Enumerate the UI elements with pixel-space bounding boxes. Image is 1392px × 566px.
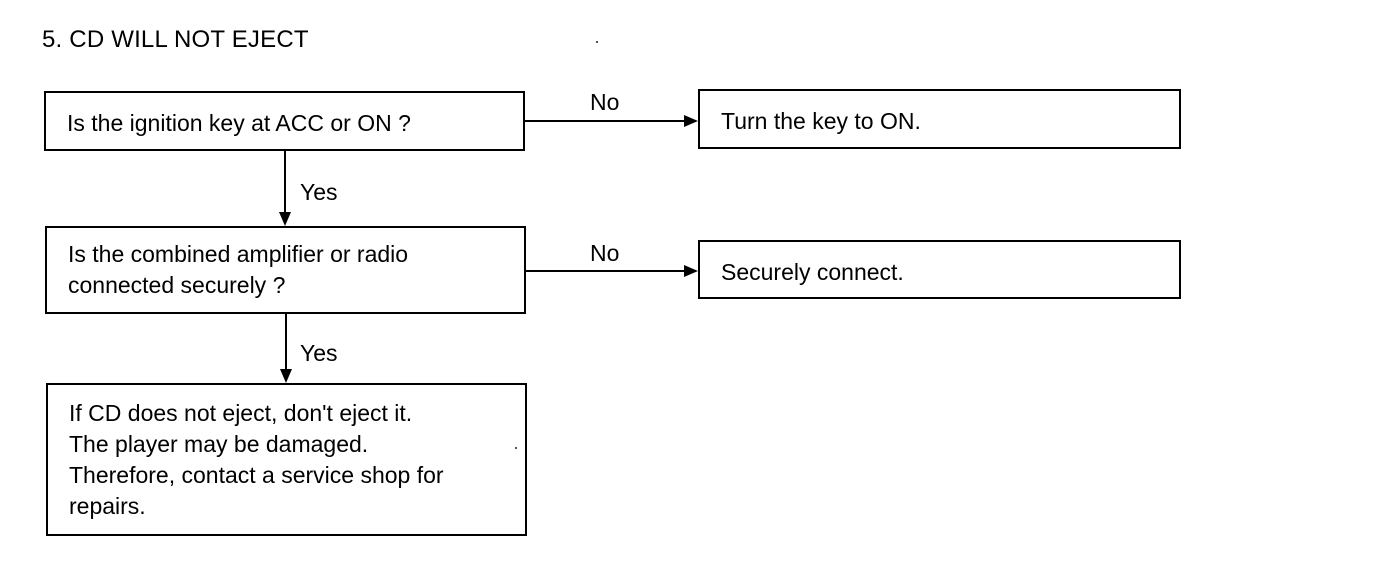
action-text: Turn the key to ON. — [721, 108, 921, 134]
action-box-securely-connect: Securely connect. — [698, 240, 1181, 299]
scan-speck — [515, 447, 517, 449]
arrowhead-q1-yes — [279, 212, 291, 226]
decision-text-line: Is the combined amplifier or radio — [68, 241, 409, 267]
arrowhead-q2-no — [684, 265, 698, 277]
yes-label: Yes — [300, 340, 338, 366]
arrowhead-q1-no — [684, 115, 698, 127]
decision-text-line: connected securely ? — [68, 272, 286, 298]
decision-box-ignition-key: Is the ignition key at ACC or ON ? — [44, 91, 525, 151]
action-box-turn-key: Turn the key to ON. — [698, 89, 1181, 149]
page-title: 5. CD WILL NOT EJECT — [42, 26, 309, 53]
arrowhead-q2-yes — [280, 369, 292, 383]
note-text-line: Therefore, contact a service shop for — [69, 462, 444, 488]
no-label: No — [590, 89, 620, 115]
yes-label: Yes — [300, 179, 338, 205]
final-note-box: If CD does not eject, don't eject it. Th… — [46, 383, 527, 536]
note-text-line: The player may be damaged. — [69, 431, 369, 457]
no-label: No — [590, 240, 620, 266]
note-text-line: repairs. — [69, 493, 146, 519]
decision-text: Is the ignition key at ACC or ON ? — [67, 110, 411, 136]
action-text: Securely connect. — [721, 259, 904, 285]
scan-speck — [596, 41, 598, 43]
decision-box-amplifier-connection: Is the combined amplifier or radio conne… — [45, 226, 526, 314]
note-text-line: If CD does not eject, don't eject it. — [69, 400, 413, 426]
